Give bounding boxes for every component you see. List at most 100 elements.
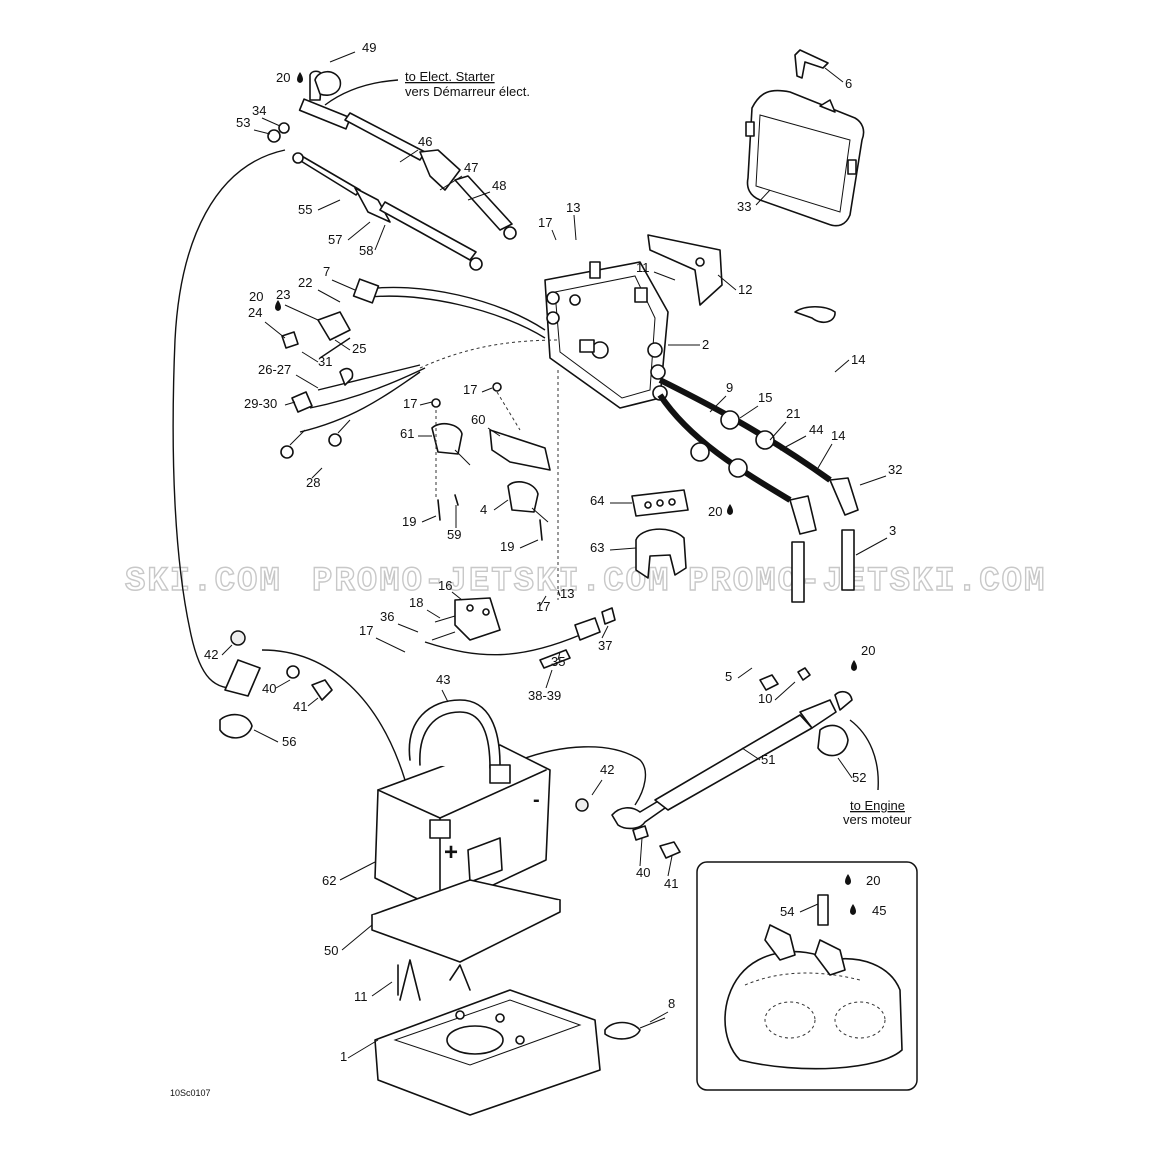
watermark-left: SKI.COM	[125, 563, 282, 601]
battery-tray	[374, 959, 601, 1116]
engine-note-fr: vers moteur	[843, 812, 912, 827]
leader-line-c14b	[817, 443, 833, 469]
leader-line-c11a	[653, 271, 676, 281]
callout-c23: 23	[276, 287, 290, 302]
callout-c19b: 19	[500, 539, 514, 554]
callout-c1: 1	[340, 1049, 347, 1064]
callout-c37: 37	[598, 638, 612, 653]
callout-c54: 54	[780, 904, 794, 919]
callout-c11b: 11	[354, 989, 368, 1004]
watermark-middle: PROMO-JETSKI.COM	[312, 563, 670, 601]
callout-c18: 18	[409, 595, 423, 610]
callout-c28: 28	[306, 475, 320, 490]
callout-c50: 50	[324, 943, 338, 958]
leader-line-c54	[799, 903, 819, 913]
callout-c24: 24	[248, 305, 262, 320]
battery	[374, 699, 551, 911]
callout-c2: 2	[702, 337, 709, 352]
callout-c31: 31	[318, 354, 332, 369]
callout-c46: 46	[418, 134, 432, 149]
callout-c20e: 20	[866, 873, 880, 888]
watermark-right: PROMO-JETSKI.COM	[688, 563, 1046, 601]
callout-c34: 34	[252, 103, 266, 118]
callout-c17b: 17	[463, 382, 477, 397]
leader-line-c33	[755, 189, 771, 206]
leader-line-c34	[261, 117, 281, 127]
callout-c2930: 29-30	[244, 396, 277, 411]
callout-c7: 7	[323, 264, 330, 279]
engine-note-en: to Engine	[850, 798, 905, 813]
leader-line-c42b	[591, 779, 603, 796]
drop-icon	[275, 72, 857, 915]
leader-line-c2627	[295, 374, 319, 389]
solenoid-assembly	[431, 382, 551, 541]
leader-line-c55	[317, 199, 341, 211]
leader-line-c21	[769, 421, 787, 441]
callout-c13b: 13	[560, 586, 574, 601]
callout-c48: 48	[492, 178, 506, 193]
leader-line-c15	[739, 405, 759, 419]
callout-c52: 52	[852, 770, 866, 785]
leader-line-c10	[774, 681, 796, 701]
callout-c25: 25	[352, 341, 366, 356]
cable-tie	[604, 1021, 641, 1040]
callout-c12: 12	[738, 282, 752, 297]
negative-terminal-mark: -	[533, 789, 540, 811]
leader-line-c37	[601, 625, 609, 639]
callout-c35: 35	[551, 654, 565, 669]
callout-c43: 43	[436, 672, 450, 687]
leader-line-c17e	[375, 637, 406, 653]
harness-loop	[172, 149, 286, 689]
leader-line-c43	[441, 689, 449, 703]
ground-wire-left	[261, 649, 406, 781]
callout-c47: 47	[464, 160, 478, 175]
callout-c51: 51	[761, 752, 775, 767]
leader-line-c58	[374, 224, 386, 251]
callout-c40b: 40	[636, 865, 650, 880]
leader-line-c46	[399, 149, 419, 163]
leader-line-c24	[264, 321, 286, 339]
leader-line-c8	[649, 1011, 669, 1023]
leader-line-c48	[467, 191, 491, 201]
callout-c14b: 14	[831, 428, 845, 443]
callout-c63: 63	[590, 540, 604, 555]
callout-c22: 22	[298, 275, 312, 290]
leader-line-c17d	[539, 595, 547, 607]
leader-line-c42a	[221, 644, 233, 656]
callout-c2627: 26-27	[258, 362, 291, 377]
leader-line-c41a	[307, 697, 319, 707]
leader-line-c31	[301, 351, 319, 363]
leader-line-c40b	[639, 837, 643, 867]
callout-c44: 44	[809, 422, 823, 437]
leader-line-c17a	[551, 229, 557, 241]
leader-line-c16	[451, 591, 463, 601]
callout-c20d: 20	[861, 643, 875, 658]
leader-line-c3839	[545, 669, 553, 689]
leader-line-c63	[609, 547, 637, 551]
box-cover	[745, 89, 865, 227]
leader-lines	[221, 51, 888, 1059]
leader-line-c25	[334, 339, 351, 351]
callout-c16: 16	[438, 578, 452, 593]
leader-line-c7	[331, 279, 356, 291]
callout-c4: 4	[480, 502, 487, 517]
callout-c64: 64	[590, 493, 604, 508]
callout-c20c: 20	[708, 504, 722, 519]
leader-line-c22	[317, 289, 341, 303]
leader-line-c60	[487, 427, 501, 437]
callout-c55: 55	[298, 202, 312, 217]
leader-line-c36	[397, 623, 419, 633]
callout-c56: 56	[282, 734, 296, 749]
callout-c14a: 14	[851, 352, 865, 367]
callout-c20a: 20	[276, 70, 290, 85]
leader-line-c49	[329, 51, 356, 63]
leader-line-c2930	[284, 401, 296, 406]
callout-c42b: 42	[600, 762, 614, 777]
ground-hardware-left	[219, 630, 333, 739]
callout-c21: 21	[786, 406, 800, 421]
callout-c17a: 17	[538, 215, 552, 230]
leader-line-c62	[339, 861, 376, 881]
sensor-harness	[280, 278, 546, 459]
callout-c53: 53	[236, 115, 250, 130]
leader-line-c51	[741, 747, 761, 761]
